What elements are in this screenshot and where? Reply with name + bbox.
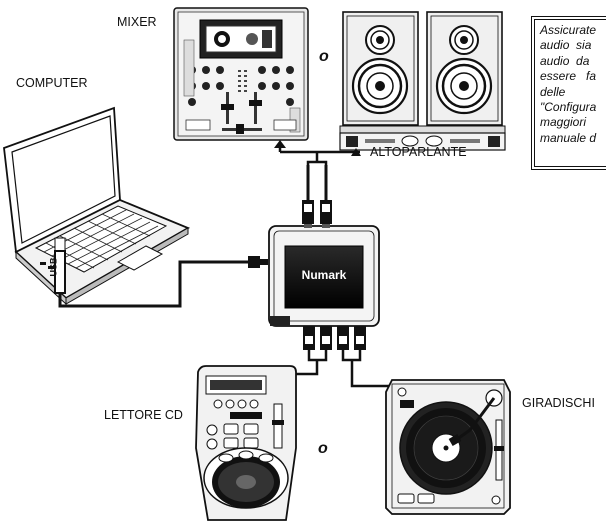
cd-player-icon: [195, 365, 297, 521]
rca-plug-icon: [302, 165, 332, 228]
altoparlante-label: ALTOPARLANTE: [370, 145, 467, 159]
laptop-icon: [3, 106, 191, 306]
note-line: delle: [540, 84, 566, 99]
note-line: audio sia: [540, 38, 592, 53]
audio-interface-icon: [268, 225, 380, 327]
turntable-icon: [385, 379, 511, 515]
usb-label: USB: [48, 257, 59, 277]
note-line: Assicurate: [540, 23, 597, 37]
note-line: essere fa: [540, 69, 597, 84]
speaker-icon: [342, 11, 419, 126]
giradischi-label: GIRADISCHI: [522, 396, 595, 410]
note-line: audio da: [540, 53, 590, 68]
note-line: manuale d: [540, 130, 597, 145]
mixer-label: MIXER: [117, 15, 157, 29]
amplifier-icon: [339, 125, 506, 151]
lettore-cd-label: LETTORE CD: [104, 408, 183, 422]
usb-plug-icon: [54, 237, 66, 294]
note-box: [531, 16, 606, 170]
note-line: "Configura: [540, 100, 597, 115]
mixer-icon: [173, 7, 309, 141]
computer-label: COMPUTER: [16, 76, 88, 90]
note-line: maggiori: [540, 115, 587, 130]
rca-plug-icon: [303, 326, 366, 350]
brand-logo: Numark: [301, 268, 347, 282]
or-label-bottom: o: [318, 440, 328, 457]
speaker-icon: [426, 11, 503, 126]
or-label-top: o: [319, 48, 329, 65]
note-box-inner: [534, 19, 606, 167]
